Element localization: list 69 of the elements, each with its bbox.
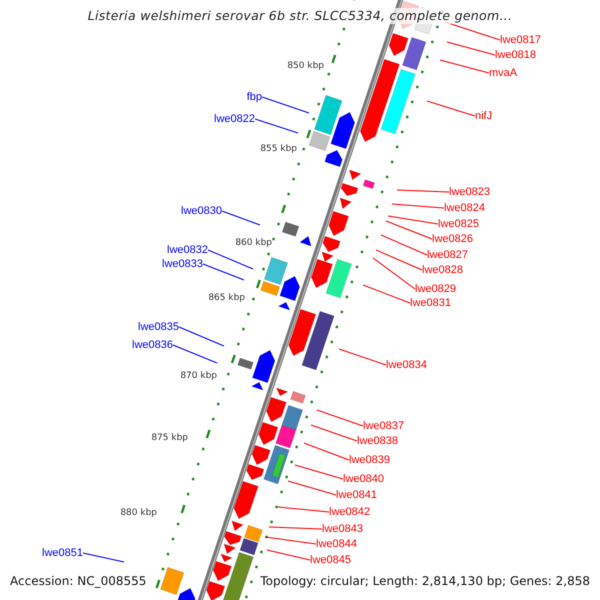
gene-label: lwe0830: [181, 204, 222, 218]
gene-label: lwe0844: [316, 537, 357, 551]
gene-label: lwe0827: [427, 248, 468, 262]
leader-line: [278, 506, 330, 512]
leader-line: [396, 190, 450, 192]
leader-line: [288, 480, 336, 496]
scale-label: 850 kbp: [287, 61, 324, 72]
leader-line: [392, 204, 444, 208]
gene-label: lwe0825: [438, 217, 479, 231]
leader-line: [222, 210, 260, 226]
leader-line: [362, 284, 410, 304]
leader-line: [338, 348, 386, 366]
gene-label: nifJ: [475, 109, 492, 123]
scale-label: 875 kbp: [151, 433, 188, 444]
leader-line: [380, 234, 428, 256]
gene-label: lwe0837: [363, 419, 404, 433]
leader-line: [254, 118, 298, 134]
gene-label: lwe0833: [162, 257, 203, 271]
accession-text: Accession: NC_008555: [10, 574, 146, 589]
gene-label: lwe0832: [167, 243, 208, 257]
scale-label: 855 kbp: [260, 144, 297, 155]
gene-label: lwe0841: [336, 488, 377, 502]
leader-line: [268, 526, 322, 530]
leader-line: [304, 442, 350, 460]
gene-label: lwe0851: [42, 546, 83, 560]
leader-line: [386, 220, 432, 240]
scale-label: 880 kbp: [120, 508, 157, 519]
gene-label: lwe0822: [214, 112, 255, 126]
gene-label: lwe0843: [322, 522, 363, 536]
leader-line: [376, 250, 422, 270]
gene-label: lwe0838: [357, 434, 398, 448]
scale-label: 865 kbp: [208, 293, 245, 304]
gene-label: lwe0836: [132, 338, 173, 352]
leader-line: [388, 216, 438, 224]
gene-label: lwe0817: [500, 33, 541, 47]
gene-label: lwe0826: [432, 232, 473, 246]
gene-label: lwe0831: [410, 296, 451, 310]
gene-label: lwe0823: [449, 185, 490, 199]
topology-text: Topology: circular; Length: 2,814,130 bp; Genes: 2,858: [260, 574, 590, 589]
leader-line: [262, 96, 310, 114]
gene-label: lwe0845: [310, 553, 351, 567]
leader-line: [266, 550, 310, 560]
leader-line: [202, 264, 244, 280]
leader-line: [208, 250, 254, 270]
gene-label: lwe0835: [138, 320, 179, 334]
gene-label: mvaA: [489, 66, 518, 80]
gene-label: lwe0828: [422, 263, 463, 277]
leader-line: [172, 344, 218, 364]
gene-label: lwe0840: [343, 472, 384, 486]
leader-line: [264, 536, 316, 544]
gene-label: lwe0824: [444, 201, 485, 215]
gene-label: lwe0818: [495, 48, 536, 62]
leader-line: [446, 42, 496, 56]
scale-label: 860 kbp: [235, 238, 272, 249]
gene-label: lwe0834: [386, 358, 427, 372]
gene-label: lwe0842: [329, 505, 370, 519]
scale-label: 870 kbp: [180, 371, 217, 382]
leader-line: [426, 100, 476, 116]
gene-label: fbp: [246, 90, 262, 104]
title: Listeria welshimeri serovar 6b str. SLCC5334, complete genom...: [88, 8, 512, 24]
gene-label: lwe0829: [415, 282, 456, 296]
leader-line: [82, 552, 124, 562]
leader-line: [372, 258, 416, 290]
leader-line: [310, 424, 358, 442]
leader-line: [316, 410, 364, 426]
leader-line: [178, 326, 224, 346]
leader-line: [440, 60, 490, 74]
leader-line: [294, 464, 344, 480]
gene-label: lwe0839: [349, 453, 390, 467]
